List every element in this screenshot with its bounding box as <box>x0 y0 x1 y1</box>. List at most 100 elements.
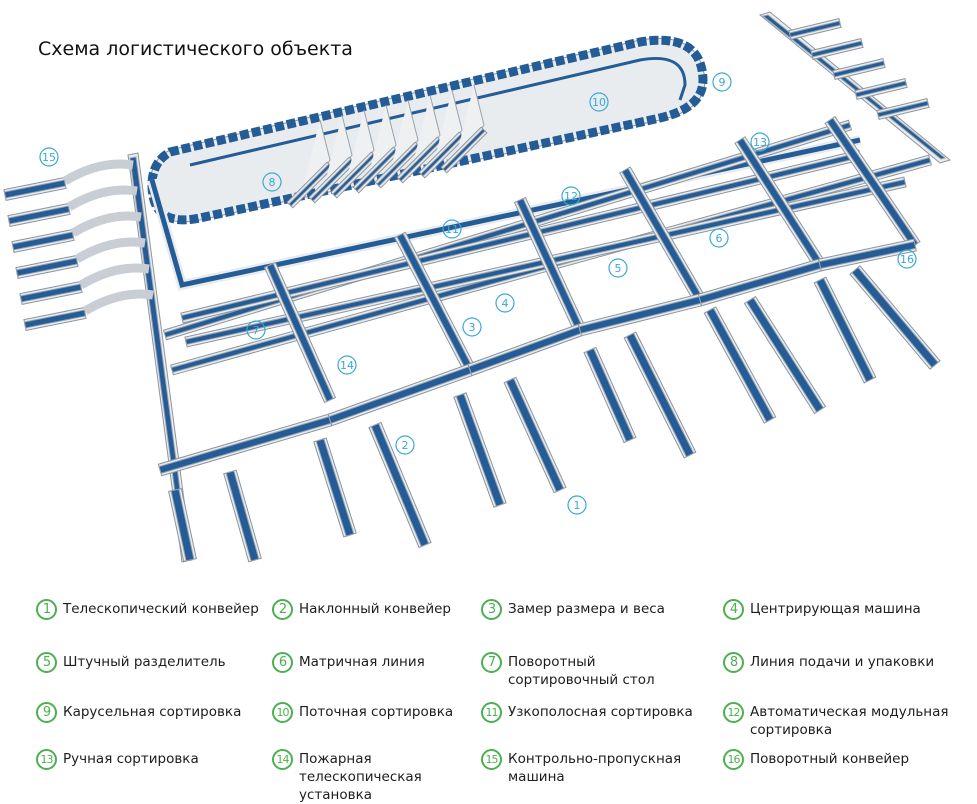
legend-label: Автоматическая модульная сортировка <box>750 704 949 738</box>
inner-line <box>189 56 687 167</box>
legend-number-badge: 3 <box>481 599 502 620</box>
marker-circle <box>561 186 581 206</box>
packing-line <box>420 133 464 177</box>
marker-number: 7 <box>253 324 260 337</box>
marker-circle <box>608 258 628 278</box>
collector-segment <box>158 416 332 474</box>
carousel-belt <box>147 35 708 225</box>
marker-circle <box>709 228 729 248</box>
checkpoint-curve <box>78 263 150 289</box>
checkpoint-machines <box>3 159 154 331</box>
legend-number-badge: 12 <box>723 702 744 723</box>
telescopic-conveyor <box>315 438 355 537</box>
marker-6: 6 <box>709 228 729 248</box>
marker-circle <box>589 92 609 112</box>
checkpoint-spur <box>11 231 75 251</box>
manual-sort-spur <box>876 100 930 118</box>
feeding-packing-line <box>286 84 488 209</box>
marker-circle <box>462 317 482 337</box>
telescopic-conveyor <box>585 347 635 443</box>
manual-sort-spurs <box>788 18 930 120</box>
marker-3: 3 <box>462 317 482 337</box>
packing-line <box>398 138 442 182</box>
legend-label: Центрирующая машина <box>750 601 921 617</box>
legend-label: Пожарная телескопическая установка <box>299 751 422 803</box>
legend-item-11: 11 Узкополосная сортировка <box>481 702 693 723</box>
legend-label: Поточная сортировка <box>299 704 454 720</box>
legend-label: Карусельная сортировка <box>63 704 242 720</box>
marker-number: 6 <box>716 232 723 245</box>
legend-number-badge: 5 <box>36 652 57 673</box>
checkpoint-spur <box>19 283 83 303</box>
legend-label: Замер размера и веса <box>508 601 665 617</box>
marker-circle <box>442 219 462 239</box>
telescopic-conveyor <box>170 488 195 562</box>
marker-number: 16 <box>900 253 914 266</box>
marker-1: 1 <box>567 495 587 515</box>
manual-sort-spur <box>788 20 842 38</box>
packing-line <box>288 163 332 207</box>
marker-number: 1 <box>574 499 581 512</box>
checkpoint-curve <box>82 289 154 315</box>
marker-circle <box>337 355 357 375</box>
legend-item-2: 2 Наклонный конвейер <box>272 599 451 620</box>
grid-column-0 <box>266 262 334 403</box>
manual-sort-spur <box>832 60 886 78</box>
checkpoint-spur <box>7 205 71 225</box>
legend-label: Поворотный конвейер <box>750 751 910 767</box>
marker-7: 7 <box>246 320 266 340</box>
legend-label: Наклонный конвейер <box>299 601 451 617</box>
marker-number: 8 <box>269 176 276 189</box>
manual-sort-spur <box>810 40 864 58</box>
marker-number: 9 <box>719 76 726 89</box>
telescopic-conveyor <box>705 307 775 423</box>
legend-number-badge: 9 <box>36 702 57 723</box>
marker-circle <box>897 249 917 269</box>
marker-number: 2 <box>402 439 409 452</box>
telescopic-conveyor <box>851 266 939 369</box>
telescopic-conveyor <box>225 470 260 562</box>
checkpoint-curve <box>66 185 138 211</box>
checkpoint-spur <box>23 309 87 329</box>
legend-number-badge: 8 <box>723 652 744 673</box>
legend-number-badge: 11 <box>481 702 502 723</box>
marker-number: 5 <box>615 262 622 275</box>
marker-circle <box>567 495 587 515</box>
marker-circle <box>495 293 515 313</box>
legend-label: Телескопический конвейер <box>63 601 259 617</box>
marker-circle <box>262 172 282 192</box>
packing-line <box>310 158 354 202</box>
checkpoint-spur <box>15 257 79 277</box>
legend-label: Матричная линия <box>299 654 425 670</box>
marker-number: 11 <box>445 223 459 236</box>
marker-circle <box>395 435 415 455</box>
checkpoint-spur <box>3 179 67 199</box>
collector-segment <box>578 295 702 335</box>
collector-segment <box>468 326 582 374</box>
collector-segment <box>328 366 472 424</box>
legend-number-badge: 2 <box>272 599 293 620</box>
legend-number-badge: 13 <box>36 749 57 770</box>
collector-segment <box>818 240 917 270</box>
telescopic-conveyor <box>370 422 430 548</box>
telescopic-conveyor <box>455 392 505 508</box>
marker-number: 14 <box>340 359 354 372</box>
marker-9: 9 <box>712 72 732 92</box>
legend-label: Узкополосная сортировка <box>508 704 693 720</box>
collector-segment <box>698 261 822 304</box>
legend-number-badge: 4 <box>723 599 744 620</box>
marker-circle <box>750 132 770 152</box>
marker-number: 13 <box>753 136 767 149</box>
marker-8: 8 <box>262 172 282 192</box>
marker-16: 16 <box>897 249 917 269</box>
marker-15: 15 <box>39 147 59 167</box>
checkpoint-curve <box>62 159 134 185</box>
